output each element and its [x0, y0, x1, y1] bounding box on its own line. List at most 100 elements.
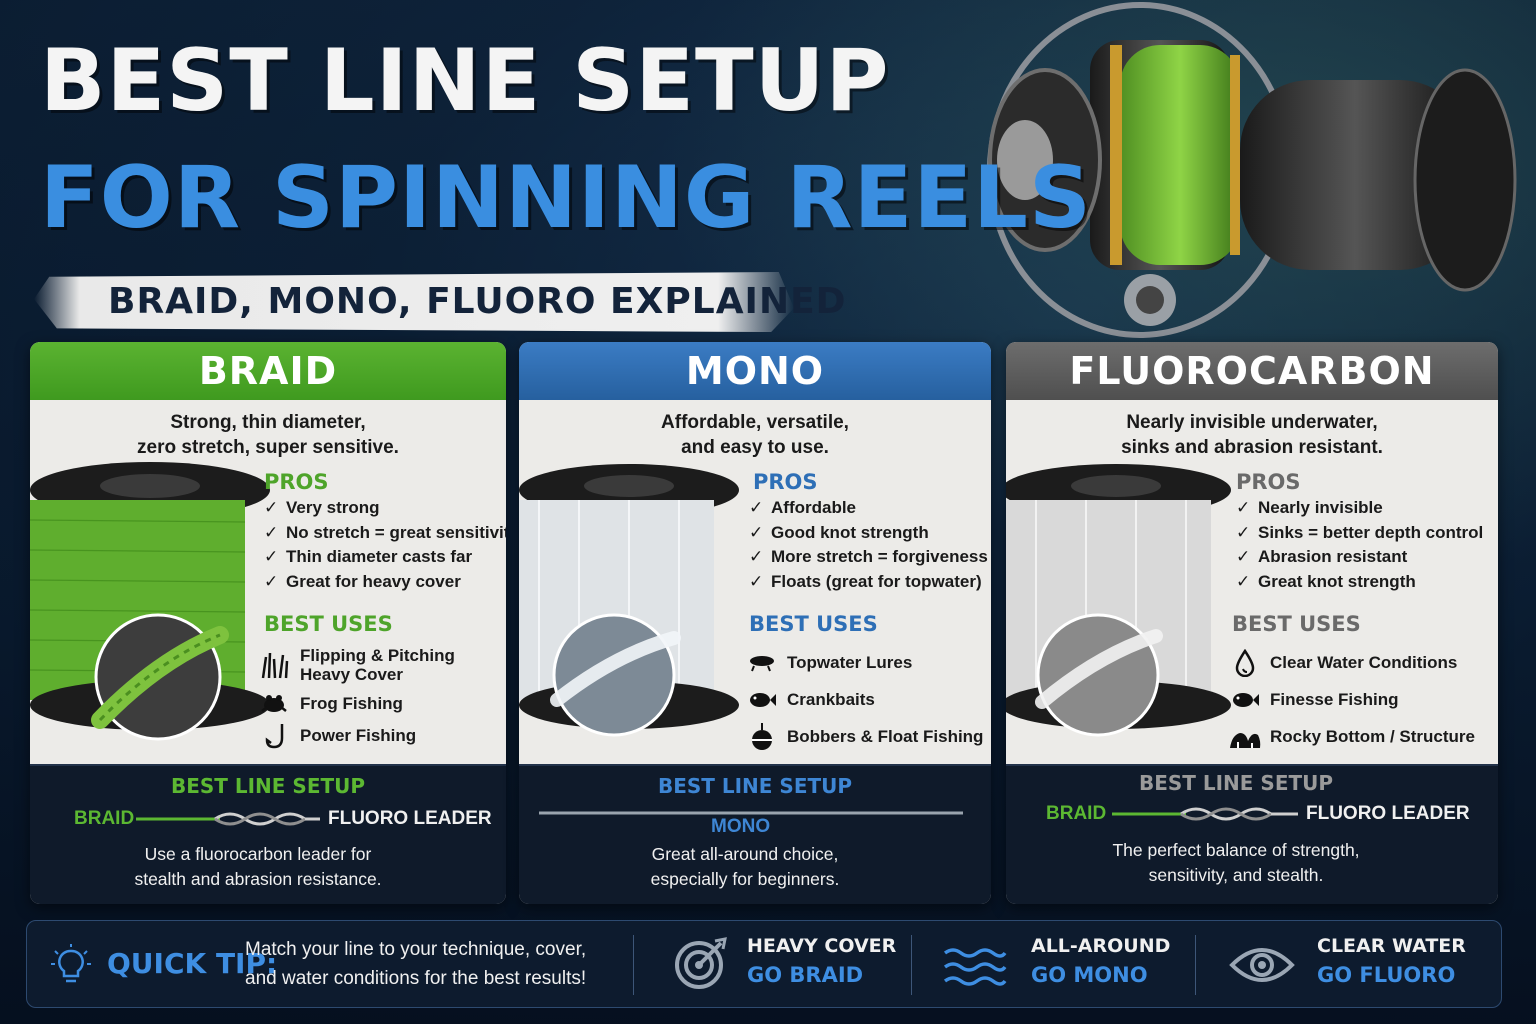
mono-line-diagram [539, 811, 963, 815]
tip-group-head: CLEAR WATER [1317, 935, 1466, 957]
setup-text-line-2: stealth and abrasion resistance. [134, 869, 382, 889]
divider [911, 935, 912, 995]
pro-text: Great knot strength [1258, 571, 1416, 591]
pro-item: ✓Very strong [264, 498, 506, 523]
use-item: Frog Fishing [258, 688, 455, 720]
bobber-icon [745, 722, 779, 751]
topwater-lure-icon [745, 649, 779, 677]
use-text: Bobbers & Float Fishing [787, 726, 984, 746]
frog-icon [258, 690, 292, 718]
braid-pros-label: PROS [264, 470, 329, 494]
braid-setup-left-label: BRAID [74, 808, 135, 829]
mono-card-title: MONO [519, 342, 991, 400]
fluoro-description: Nearly invisible underwater, sinks and a… [1006, 410, 1498, 460]
pro-text: Thin diameter casts far [286, 547, 473, 566]
tip-group-all-around: ALL-AROUND GO MONO [1031, 935, 1170, 987]
mono-description: Affordable, versatile, and easy to use. [519, 410, 991, 460]
fluoro-setup-right-label: FLUORO LEADER [1306, 803, 1470, 824]
pro-text: Great for heavy cover [286, 571, 461, 591]
use-text: Heavy Cover [300, 665, 404, 684]
use-item: Topwater Lures [745, 644, 983, 681]
fluoro-pros-list: ✓ Nearly invisible ✓ Sinks = better depth … [1236, 498, 1483, 596]
pro-item: ✓ Thin diameter casts far [264, 547, 506, 572]
pro-text: No stretch = great sensitivity [286, 522, 506, 542]
check-icon: ✓ [749, 547, 764, 566]
tip-text-line-2: and water conditions for the best result… [245, 968, 587, 989]
subtitle: BRAID, MONO, FLUORO EXPLAINED [108, 281, 847, 322]
setup-text-line-2: sensitivity, and stealth. [1148, 865, 1324, 885]
braid-desc-line-1: Strong, thin diameter, [170, 412, 366, 433]
pro-text: Very strong [286, 498, 380, 517]
tip-text-line-1: Match your line to your technique, cover… [245, 939, 587, 960]
check-icon: ✓ [749, 571, 764, 591]
check-icon: ✓ [749, 498, 764, 517]
use-text: Rocky Bottom / Structure [1270, 726, 1475, 746]
tip-group-head: HEAVY COVER [747, 935, 897, 957]
use-text: Frog Fishing [300, 694, 403, 713]
mono-desc-line-2: and easy to use. [681, 437, 829, 458]
mono-setup-text: Great all-around choice, especially for … [519, 842, 981, 892]
tip-group-head: ALL-AROUND [1031, 935, 1171, 957]
tip-group-sub: GO BRAID [747, 963, 864, 987]
pro-item: ✓ Great for heavy cover [264, 572, 506, 597]
pro-item: ✓ More stretch = forgiveness [749, 547, 988, 572]
fluoro-spool-image [1006, 464, 1231, 737]
fish-icon [1228, 686, 1262, 714]
pro-item: ✓ Sinks = better depth control [1236, 523, 1483, 548]
use-item: Clear Water Conditions [1228, 644, 1475, 681]
mono-spool-image [519, 464, 739, 737]
pro-text: More stretch = forgiveness [771, 547, 988, 566]
hook-icon [258, 722, 292, 750]
target-icon [675, 937, 727, 989]
setup-text-line-1: Great all-around choice, [651, 844, 839, 864]
use-item: Rocky Bottom / Structure [1228, 718, 1475, 755]
pro-item: ✓Good knot strength [749, 523, 988, 548]
use-item: Power Fishing [258, 720, 455, 752]
mono-card: MONO Affordable, versatile, and easy to … [519, 342, 991, 904]
use-text: Power Fishing [300, 726, 417, 745]
fluoro-setup-left-label: BRAID [1046, 803, 1107, 824]
pro-text: Floats (great for topwater) [771, 571, 982, 591]
quick-tip-label: QUICK TIP: [107, 947, 278, 980]
braid-to-fluoro-knot-diagram [136, 812, 320, 826]
fluoro-desc-line-1: Nearly invisible underwater, [1126, 412, 1378, 433]
check-icon: ✓ [1236, 498, 1251, 517]
pro-item: ✓Abrasion resistant [1236, 547, 1483, 572]
tip-group-clear-water: CLEAR WATER GO FLUORO [1317, 935, 1466, 987]
check-icon: ✓ [264, 522, 279, 542]
divider [633, 935, 634, 995]
braid-setup-text: Use a fluorocarbon leader for stealth an… [30, 842, 496, 892]
fluoro-pros-label: PROS [1236, 470, 1301, 494]
use-text: Clear Water Conditions [1270, 652, 1458, 672]
grass-icon [258, 651, 292, 679]
pro-item: ✓ No stretch = great sensitivity [264, 523, 506, 548]
pro-text: Sinks = better depth control [1258, 522, 1484, 542]
braid-desc-line-2: zero stretch, super sensitive. [137, 437, 399, 458]
braid-card: BRAID Strong, thin diameter, zero stretc… [30, 342, 506, 904]
crankbait-icon [745, 686, 779, 714]
quick-tip-bar: QUICK TIP: Match your line to your techn… [26, 920, 1502, 1008]
title-line-2: FOR SPINNING REELS [40, 148, 1092, 248]
mono-pros-list: ✓Affordable ✓Good knot strength ✓More st… [749, 498, 988, 596]
fluoro-uses-label: BEST USES [1232, 612, 1361, 636]
pro-text: Nearly invisible [1258, 498, 1383, 517]
mono-uses-list: Topwater Lures Crankbaits Bobbers & Floa… [745, 644, 983, 755]
setup-text-line-2: especially for beginners. [650, 869, 840, 889]
setup-text-line-1: Use a fluorocarbon leader for [144, 844, 372, 864]
braid-setup-right-label: FLUORO LEADER [328, 808, 492, 829]
check-icon: ✓ [264, 547, 279, 566]
mono-setup-label: MONO [711, 816, 771, 837]
quick-tip-text: Match your line to your technique, cover… [245, 935, 586, 993]
check-icon: ✓ [264, 571, 279, 591]
braid-setup-box: BEST LINE SETUP BRAID FLUORO LEADER Use … [30, 764, 506, 904]
use-text: Crankbaits [787, 689, 875, 709]
use-text: Flipping & Pitching [300, 646, 455, 665]
use-text: Finesse Fishing [1270, 689, 1399, 709]
mono-pros-label: PROS [753, 470, 818, 494]
check-icon: ✓ [1236, 522, 1251, 542]
fluoro-card: FLUOROCARBON Nearly invisible underwater… [1006, 342, 1498, 904]
use-text: Topwater Lures [787, 652, 913, 672]
check-icon: ✓ [1236, 571, 1251, 591]
check-icon: ✓ [749, 522, 764, 542]
use-item: Crankbaits [745, 681, 983, 718]
